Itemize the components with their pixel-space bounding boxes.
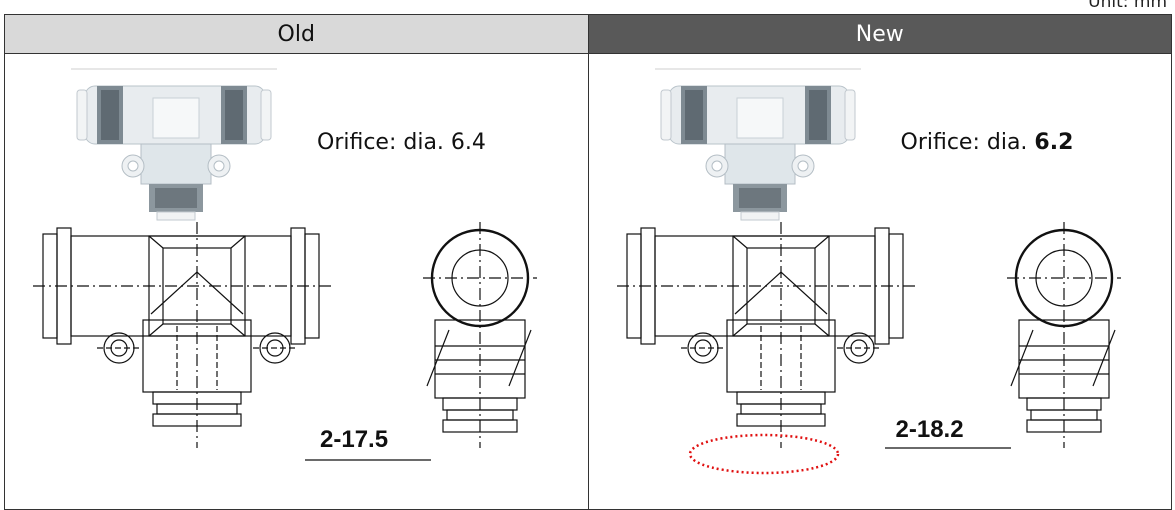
new-dimension-leader [884,447,1011,449]
old-orifice-label: Orifice: dia. [317,130,451,155]
new-header: New [587,14,1172,54]
header-row: Old New [4,14,1172,54]
content-row: Orifice: dia. 6.4 2-17.5 Orifice: dia. 6… [4,53,1172,510]
union-tee-photo-icon [654,68,861,224]
union-tee-photo-icon [71,68,277,224]
old-dimension-label: 2-17.5 [320,426,389,453]
front-view-drawing-icon [33,222,333,449]
unit-note: Unit: mm [1088,0,1167,12]
old-panel: Orifice: dia. 6.4 2-17.5 [5,54,588,509]
side-view-drawing-icon [421,222,539,450]
old-cell: Orifice: dia. 6.4 2-17.5 [4,53,589,510]
old-orifice-value: 6.4 [450,130,486,155]
new-orifice-value: 6.2 [1034,130,1074,155]
new-orifice: Orifice: dia. 6.2 [901,130,1074,155]
new-orifice-label: Orifice: dia. [900,130,1035,155]
new-dimension-label: 2-18.2 [895,416,964,443]
old-header: Old [4,14,589,54]
new-panel: Orifice: dia. 6.2 2-18.2 [589,54,1172,509]
comparison-table: Old New Orifice: dia. 6.4 2-17.5 O [4,14,1172,510]
front-view-drawing-icon [616,222,917,449]
old-orifice: Orifice: dia. 6.4 [317,130,486,155]
change-highlight-ellipse-icon [688,433,839,475]
new-cell: Orifice: dia. 6.2 2-18.2 [587,53,1172,510]
old-dimension-leader [305,459,431,461]
